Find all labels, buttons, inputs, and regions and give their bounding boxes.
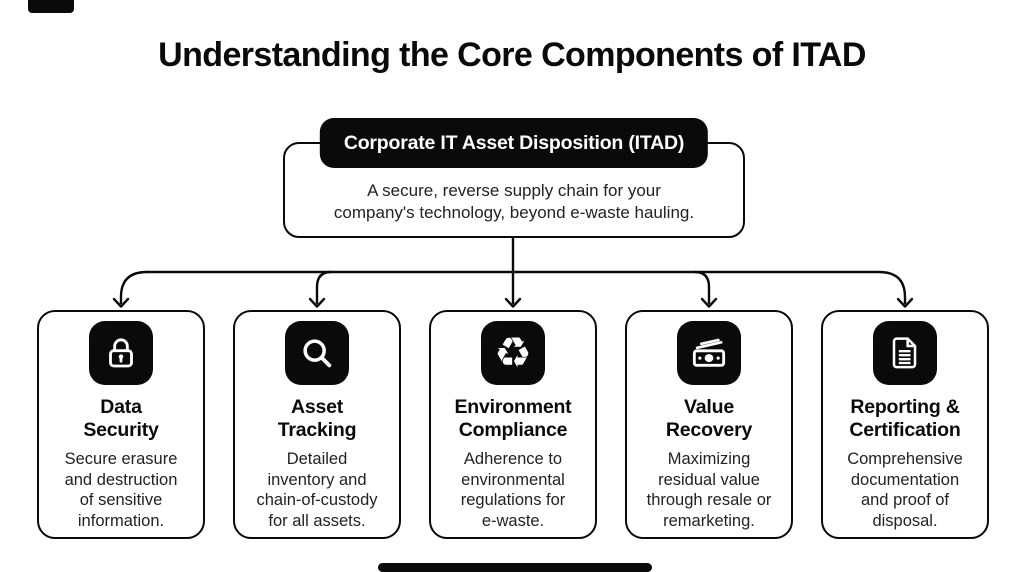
card-description: Adherence to environmental regulations f… (460, 450, 566, 530)
card-description: Detailed inventory and chain-of-custody … (256, 450, 378, 530)
arrowhead-down (112, 297, 130, 308)
card-title: Data Security (83, 396, 159, 441)
card-asset-tracking: Asset Tracking Detailed inventory and ch… (233, 310, 401, 539)
root-node-badge: Corporate IT Asset Disposition (ITAD) (319, 118, 709, 168)
document-icon (873, 321, 937, 385)
cash-icon (677, 321, 741, 385)
arrowhead-down (308, 297, 326, 308)
recycle-glyph: ♻ (494, 328, 532, 377)
card-title: Reporting & Certification (849, 396, 961, 441)
card-title: Value Recovery (665, 396, 753, 441)
root-node-description: A secure, reverse supply chain for your … (333, 181, 695, 222)
page-title: Understanding the Core Components of ITA… (158, 36, 866, 74)
arrowhead-down (700, 297, 718, 308)
card-title: Environment Compliance (454, 396, 572, 441)
card-description: Maximizing residual value through resale… (646, 450, 772, 530)
bottom-bar-mark (378, 563, 652, 572)
magnifier-icon (285, 321, 349, 385)
card-description: Comprehensive documentation and proof of… (847, 450, 963, 530)
card-reporting-certification: Reporting & Certification Comprehensive … (821, 310, 989, 539)
arrowhead-down (504, 297, 522, 308)
arrowhead-down (896, 297, 914, 308)
card-data-security: Data Security Secure erasure and destruc… (37, 310, 205, 539)
root-node: Corporate IT Asset Disposition (ITAD) A … (283, 118, 745, 238)
card-value-recovery: Value Recovery Maximizing residual value… (625, 310, 793, 539)
card-description: Secure erasure and destruction of sensit… (64, 450, 178, 530)
card-title: Asset Tracking (277, 396, 357, 441)
recycle-icon: ♻ (481, 321, 545, 385)
card-environment-compliance: ♻ Environment Compliance Adherence to en… (429, 310, 597, 539)
component-cards-row: Data Security Secure erasure and destruc… (37, 310, 989, 539)
lock-icon (89, 321, 153, 385)
top-left-crop-mark (28, 0, 74, 13)
